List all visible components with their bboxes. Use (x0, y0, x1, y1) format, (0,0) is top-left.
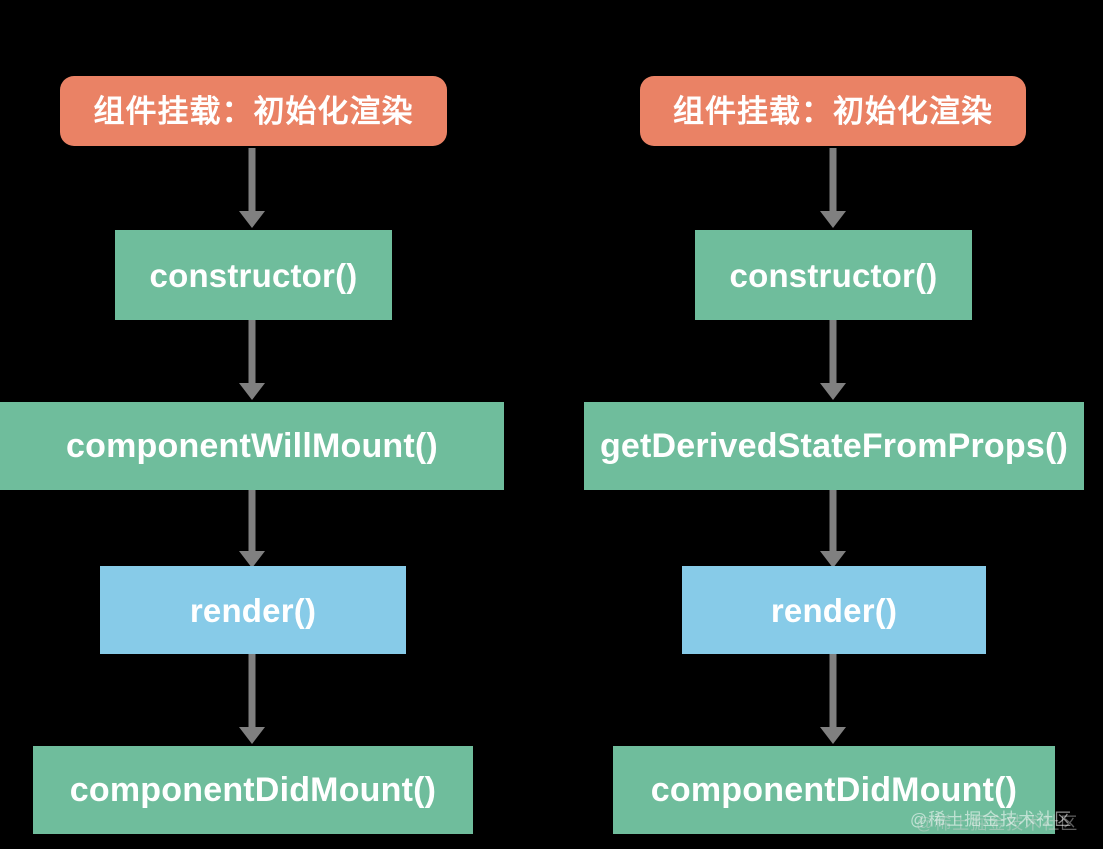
arrow-shaft (829, 654, 837, 730)
node-left-step-3: render() (100, 566, 406, 654)
arrow-head (820, 211, 846, 228)
arrow-head (239, 211, 265, 228)
arrow-head (820, 551, 846, 568)
node-right-step-3: render() (682, 566, 986, 654)
arrow-shaft (829, 148, 837, 214)
node-right-step-1: constructor() (695, 230, 972, 320)
node-right-header: 组件挂载：初始化渲染 (640, 76, 1026, 146)
arrow-head (820, 383, 846, 400)
watermark-text-shadow: @稀土掘金技术社区 (916, 814, 1079, 833)
node-left-step-2: componentWillMount() (0, 402, 504, 490)
watermark-text: @稀土掘金技术社区 (910, 810, 1073, 829)
node-left-step-1: constructor() (115, 230, 392, 320)
arrow-head (239, 383, 265, 400)
node-right-step-2: getDerivedStateFromProps() (584, 402, 1084, 490)
arrow-shaft (248, 320, 256, 386)
arrow-shaft (248, 654, 256, 730)
arrow-head (820, 727, 846, 744)
arrow-head (239, 727, 265, 744)
arrow-shaft (248, 490, 256, 554)
arrow-head (239, 551, 265, 568)
node-left-header: 组件挂载：初始化渲染 (60, 76, 447, 146)
node-left-step-4: componentDidMount() (33, 746, 473, 834)
arrow-shaft (829, 320, 837, 386)
arrow-shaft (248, 148, 256, 214)
node-right-step-4: componentDidMount() (613, 746, 1055, 834)
arrow-shaft (829, 490, 837, 554)
